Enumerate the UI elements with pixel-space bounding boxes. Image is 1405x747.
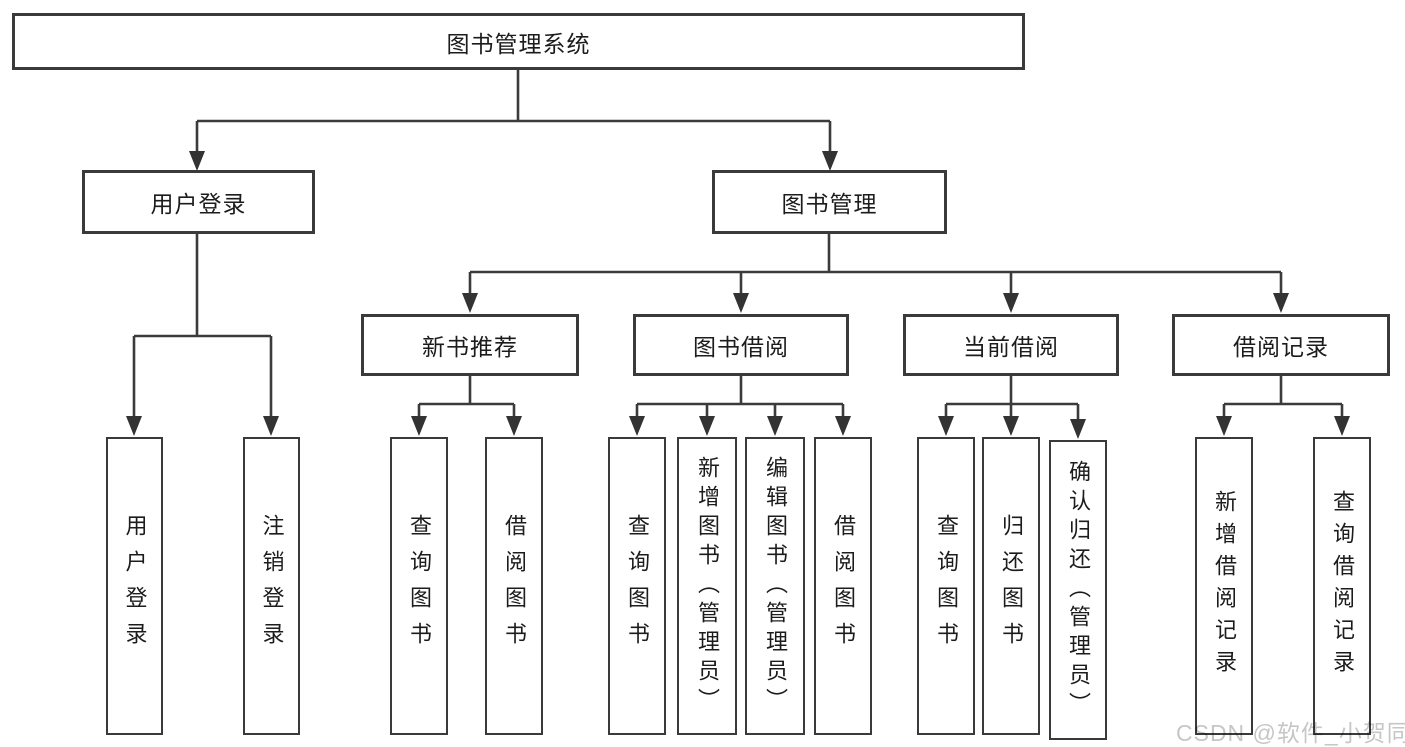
leaf-borrow-books-recommend: 借阅图书 [485, 437, 543, 735]
leaf-add-borrow-record: 新增借阅记录 [1195, 437, 1253, 735]
node-user-login: 用户登录 [82, 170, 315, 234]
leaf-add-books-admin: 新增图书（管理员） [677, 437, 737, 735]
leaf-query-books-borrow: 查询图书 [608, 437, 666, 735]
leaf-logout-login: 注销登录 [243, 437, 300, 735]
leaf-user-login-label: 用户登录 [122, 514, 148, 658]
leaf-confirm-return-admin-label: 确认归还（管理员） [1066, 459, 1091, 721]
leaf-edit-books-admin: 编辑图书（管理员） [745, 437, 805, 735]
leaf-query-books-current: 查询图书 [917, 437, 975, 735]
leaf-user-login: 用户登录 [106, 437, 163, 735]
node-book-borrow: 图书借阅 [633, 314, 849, 376]
leaf-return-books: 归还图书 [982, 437, 1040, 735]
leaf-return-books-label: 归还图书 [999, 514, 1024, 658]
leaf-logout-login-label: 注销登录 [259, 514, 285, 658]
leaf-borrow-books: 借阅图书 [814, 437, 872, 735]
node-current-borrow: 当前借阅 [903, 314, 1119, 376]
leaf-borrow-books-label: 借阅图书 [831, 514, 856, 658]
leaf-borrow-books-recommend-label: 借阅图书 [502, 514, 527, 658]
node-borrow-records: 借阅记录 [1172, 314, 1390, 376]
leaf-edit-books-admin-label: 编辑图书（管理员） [763, 455, 788, 717]
leaf-query-books-borrow-label: 查询图书 [625, 514, 650, 658]
node-root-system: 图书管理系统 [12, 13, 1025, 70]
csdn-watermark: CSDN @软件_小贺同学 [1176, 720, 1405, 746]
leaf-confirm-return-admin: 确认归还（管理员） [1049, 440, 1107, 740]
leaf-query-borrow-record-label: 查询借阅记录 [1330, 490, 1355, 682]
leaf-query-books-recommend: 查询图书 [390, 437, 448, 735]
leaf-query-borrow-record: 查询借阅记录 [1313, 437, 1371, 735]
leaf-query-books-recommend-label: 查询图书 [407, 514, 432, 658]
leaf-query-books-current-label: 查询图书 [934, 514, 959, 658]
node-new-book-recommend: 新书推荐 [361, 314, 579, 376]
leaf-add-borrow-record-label: 新增借阅记录 [1212, 490, 1237, 682]
leaf-add-books-admin-label: 新增图书（管理员） [695, 455, 720, 717]
node-book-management: 图书管理 [712, 170, 947, 234]
